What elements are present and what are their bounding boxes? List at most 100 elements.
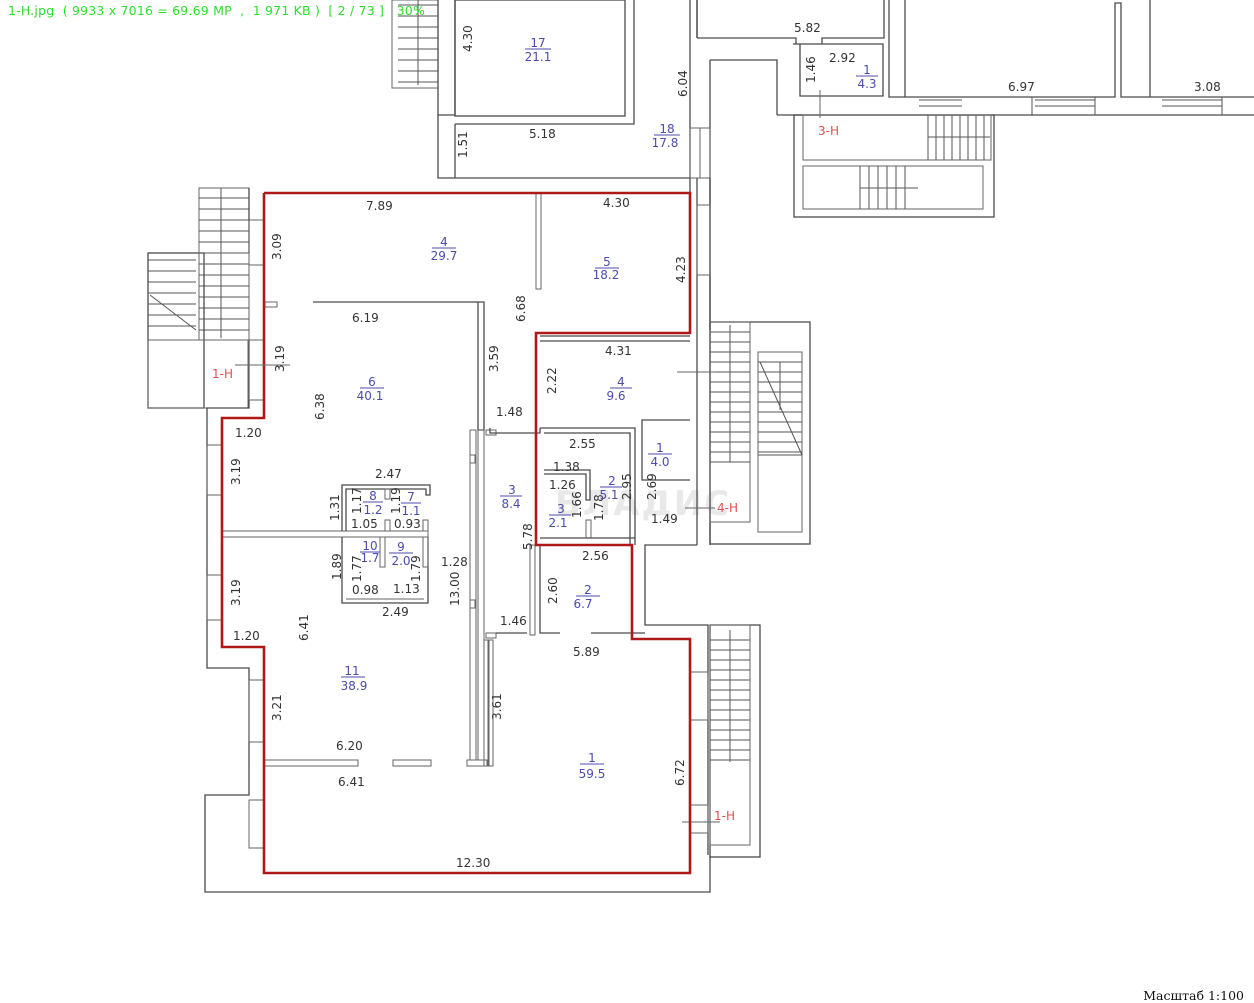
svg-text:1: 1 <box>656 441 664 455</box>
svg-text:1.26: 1.26 <box>549 478 576 492</box>
exit-4-h-label: 4-H <box>717 501 738 515</box>
svg-text:3: 3 <box>557 502 565 516</box>
svg-text:3.09: 3.09 <box>270 233 284 260</box>
svg-text:13.00: 13.00 <box>448 572 462 606</box>
svg-text:6.41: 6.41 <box>338 775 365 789</box>
svg-text:3.19: 3.19 <box>229 458 243 485</box>
svg-text:3: 3 <box>508 483 516 497</box>
room-6-label: 640.1 <box>357 375 384 403</box>
svg-text:1.79: 1.79 <box>409 555 423 582</box>
exit-1-h-right-label: 1-H <box>714 809 735 823</box>
svg-text:1.1: 1.1 <box>401 504 420 518</box>
svg-text:18.2: 18.2 <box>593 268 620 282</box>
svg-text:2.95: 2.95 <box>620 473 634 500</box>
image-viewer-caption: 1-H.jpg ( 9933 x 7016 = 69.69 MP , 1 971… <box>8 3 426 18</box>
svg-text:6.7: 6.7 <box>573 597 592 611</box>
svg-text:5.89: 5.89 <box>573 645 600 659</box>
svg-text:5: 5 <box>603 255 611 269</box>
svg-text:7.89: 7.89 <box>366 199 393 213</box>
svg-text:4: 4 <box>440 235 448 249</box>
room-3-corridor-label: 38.4 <box>500 483 522 511</box>
svg-text:11: 11 <box>344 664 359 678</box>
svg-text:40.1: 40.1 <box>357 389 384 403</box>
svg-text:1.2: 1.2 <box>363 503 382 517</box>
svg-text:1.05: 1.05 <box>351 517 378 531</box>
svg-text:2.60: 2.60 <box>546 577 560 604</box>
svg-text:8: 8 <box>369 489 377 503</box>
room-2-label: 26.7 <box>573 583 600 611</box>
svg-text:4: 4 <box>617 375 625 389</box>
svg-text:4.30: 4.30 <box>461 25 475 52</box>
exit-1-h-left-label: 1-H <box>212 367 233 381</box>
svg-text:2.22: 2.22 <box>545 367 559 394</box>
svg-text:4.30: 4.30 <box>603 196 630 210</box>
svg-text:10: 10 <box>362 539 377 553</box>
svg-text:3.08: 3.08 <box>1194 80 1221 94</box>
svg-text:6.97: 6.97 <box>1008 80 1035 94</box>
svg-text:0.93: 0.93 <box>394 517 421 531</box>
unit-boundary <box>220 191 692 875</box>
svg-text:3.21: 3.21 <box>270 694 284 721</box>
svg-text:21.1: 21.1 <box>525 50 552 64</box>
svg-text:2: 2 <box>608 474 616 488</box>
svg-text:2.55: 2.55 <box>569 437 596 451</box>
svg-text:1.20: 1.20 <box>235 426 262 440</box>
svg-text:4.31: 4.31 <box>605 344 632 358</box>
svg-text:7: 7 <box>407 490 415 504</box>
svg-text:1.7: 1.7 <box>360 551 379 565</box>
svg-text:5.78: 5.78 <box>521 523 535 550</box>
svg-text:2.1: 2.1 <box>548 516 567 530</box>
svg-text:5.1: 5.1 <box>599 488 618 502</box>
svg-text:1.28: 1.28 <box>441 555 468 569</box>
svg-text:1.38: 1.38 <box>553 460 580 474</box>
svg-text:4.23: 4.23 <box>674 256 688 283</box>
right-stairs <box>677 321 811 858</box>
top-right-block <box>696 0 1254 218</box>
svg-text:0.98: 0.98 <box>352 583 379 597</box>
svg-text:2.0: 2.0 <box>391 554 410 568</box>
svg-text:17.8: 17.8 <box>652 136 679 150</box>
svg-text:2.92: 2.92 <box>829 51 856 65</box>
svg-text:3.19: 3.19 <box>229 579 243 606</box>
svg-text:1.66: 1.66 <box>570 491 584 518</box>
svg-text:1.78: 1.78 <box>592 494 606 521</box>
room-1-large-label: 159.5 <box>579 751 606 781</box>
svg-text:1.19: 1.19 <box>389 487 403 514</box>
svg-text:18: 18 <box>659 122 674 136</box>
svg-text:1.48: 1.48 <box>496 405 523 419</box>
room-10-label: 101.7 <box>360 539 380 565</box>
scale-label: Масштаб 1:100 <box>1143 988 1244 1003</box>
dimension-labels: 4.30 5.18 1.51 6.04 5.82 2.92 1.46 6.97 … <box>229 21 1221 870</box>
svg-text:6.38: 6.38 <box>313 393 327 420</box>
room-1-top-label: 14.3 <box>856 63 878 91</box>
svg-text:1: 1 <box>588 751 596 765</box>
exit-3-h-label: 3-H <box>818 124 839 138</box>
svg-text:6: 6 <box>368 375 376 389</box>
room-4-large-label: 429.7 <box>431 235 458 263</box>
svg-text:6.68: 6.68 <box>514 295 528 322</box>
room-7-label: 71.1 <box>401 490 421 518</box>
svg-text:2.47: 2.47 <box>375 467 402 481</box>
svg-text:4.0: 4.0 <box>650 455 669 469</box>
svg-text:8.4: 8.4 <box>501 497 520 511</box>
svg-text:2.56: 2.56 <box>582 549 609 563</box>
svg-text:59.5: 59.5 <box>579 767 606 781</box>
svg-text:1: 1 <box>863 63 871 77</box>
svg-text:1.46: 1.46 <box>804 56 818 83</box>
svg-text:6.19: 6.19 <box>352 311 379 325</box>
svg-text:1.49: 1.49 <box>651 512 678 526</box>
svg-text:1.89: 1.89 <box>330 553 344 580</box>
svg-text:2.49: 2.49 <box>382 605 409 619</box>
svg-text:9.6: 9.6 <box>606 389 625 403</box>
room-8-label: 81.2 <box>363 489 383 517</box>
room-5-label: 518.2 <box>593 255 620 282</box>
svg-text:3.61: 3.61 <box>490 693 504 720</box>
room-4-small-label: 49.6 <box>606 375 632 403</box>
svg-text:6.20: 6.20 <box>336 739 363 753</box>
svg-text:9: 9 <box>397 540 405 554</box>
